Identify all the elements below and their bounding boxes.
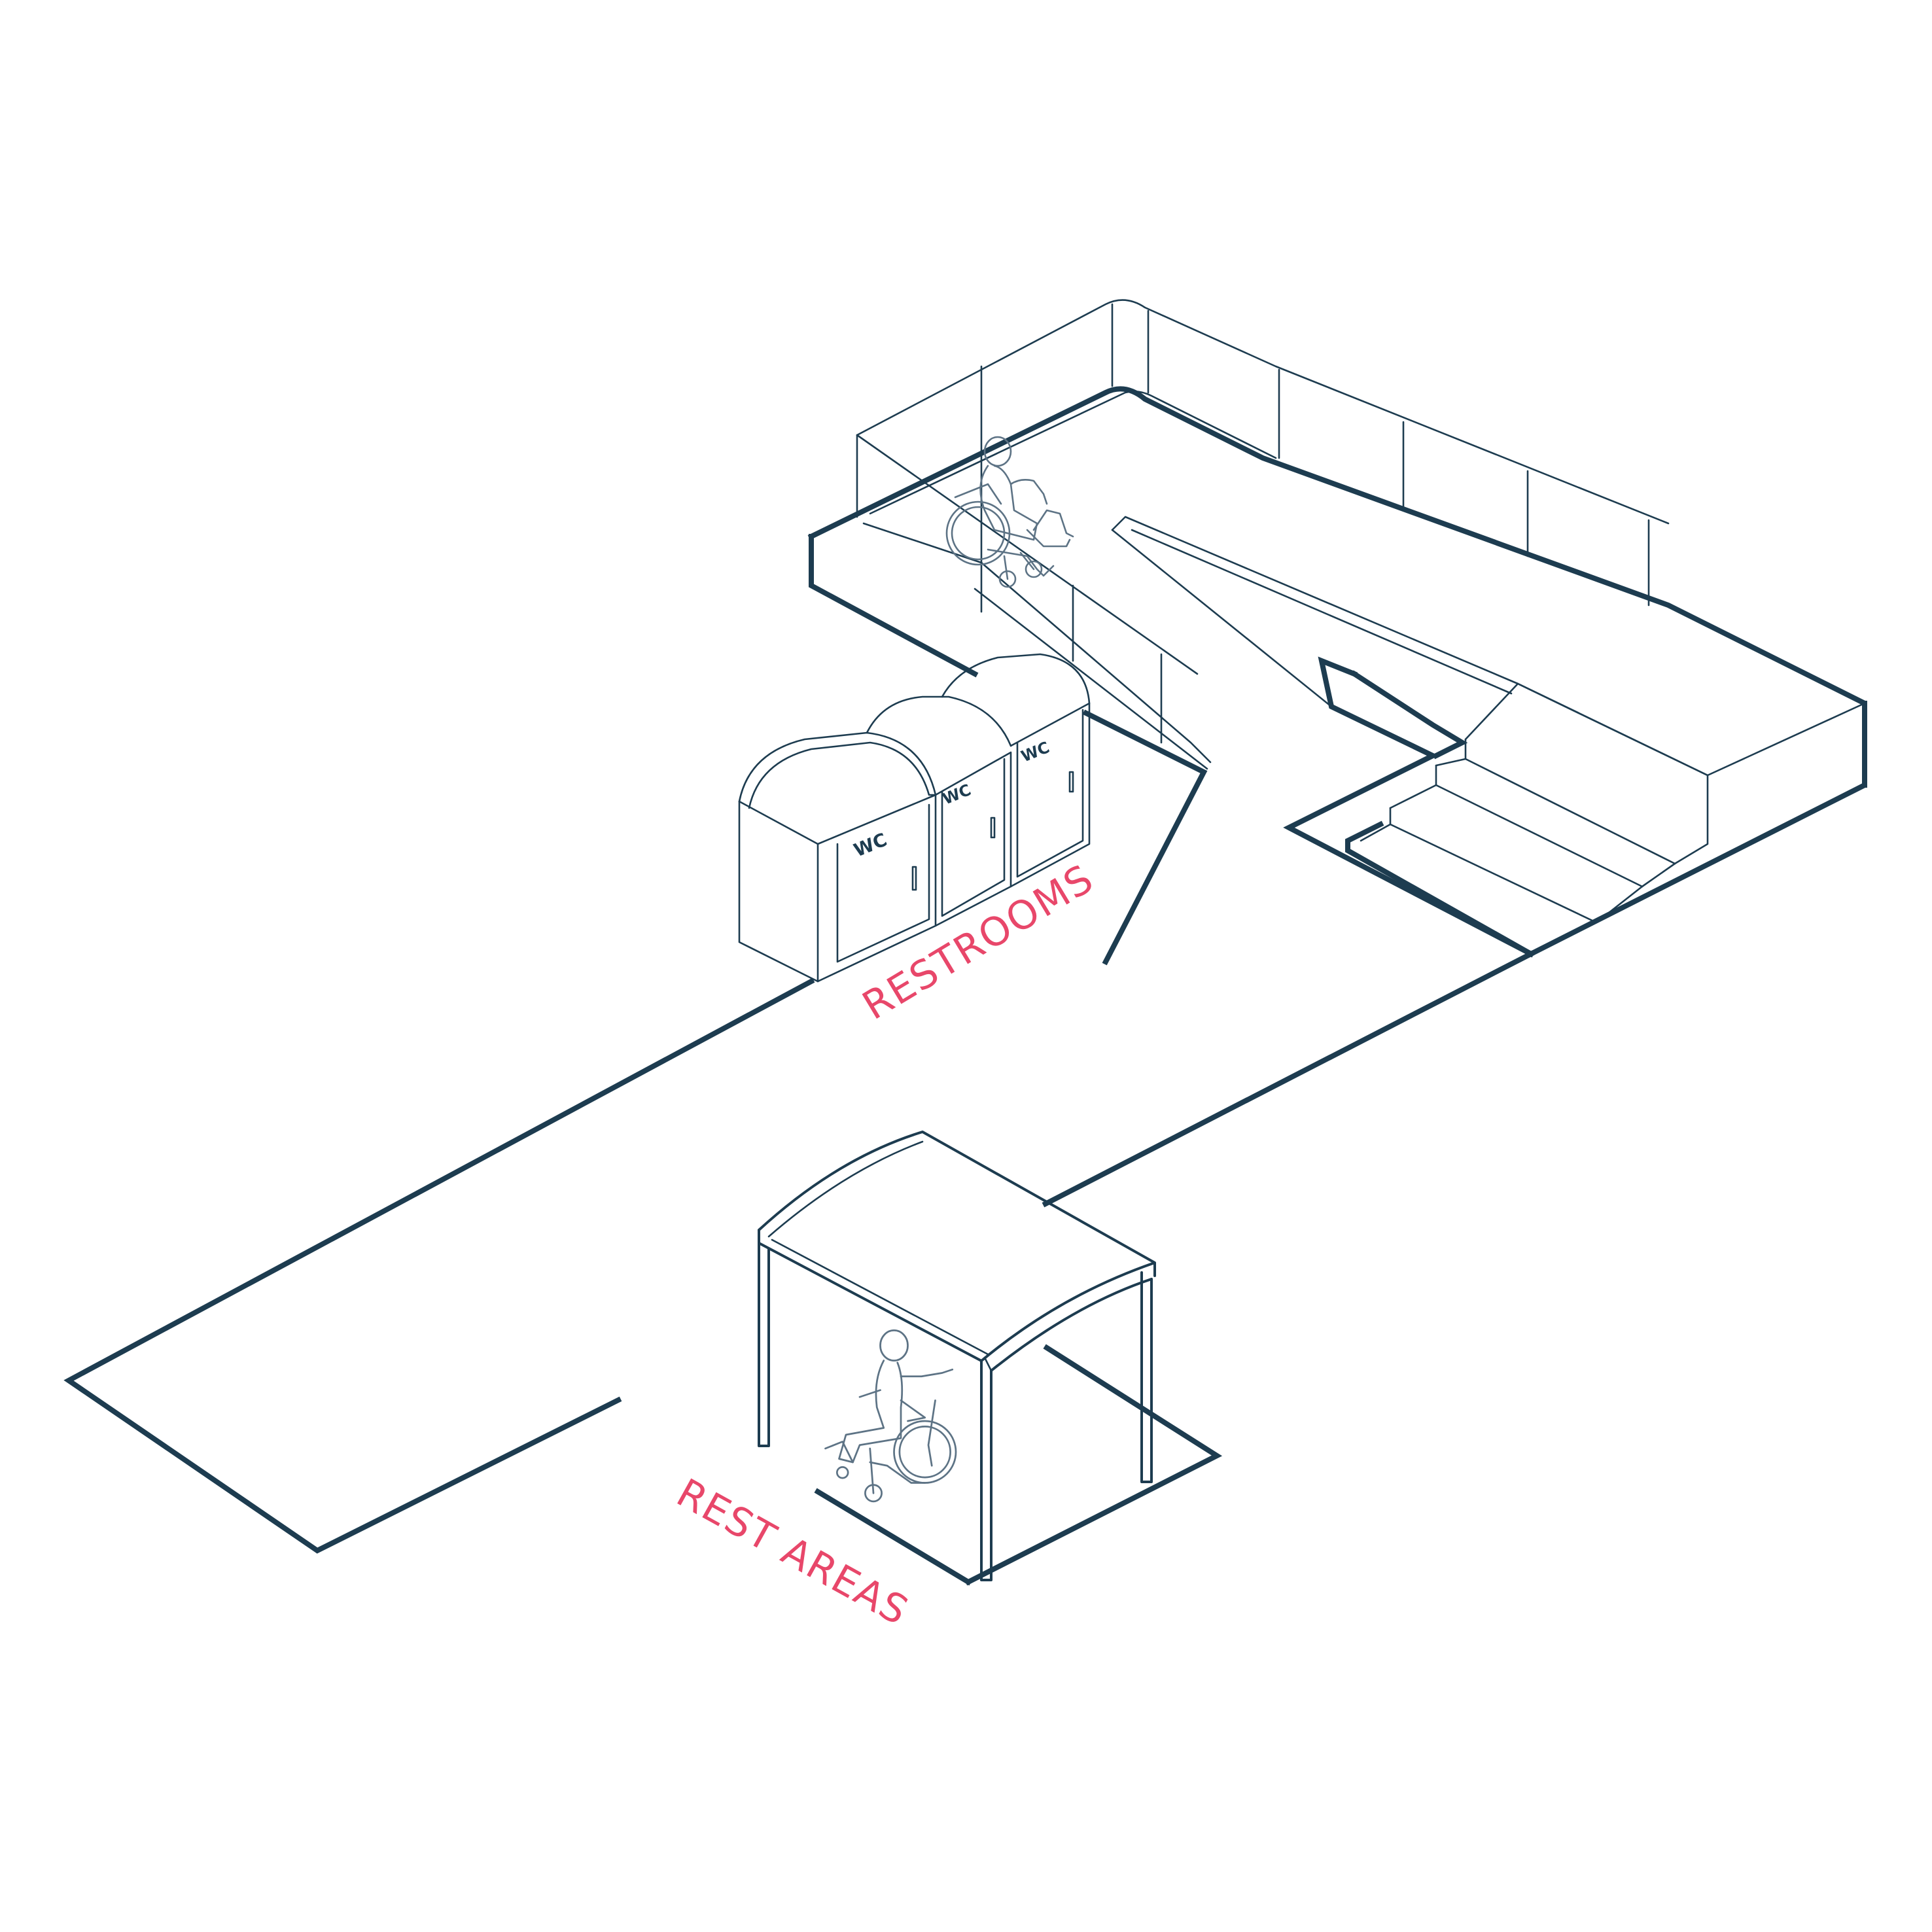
restrooms-label: RESTROOMS	[855, 856, 1102, 1029]
restroom-units: WC WC WC	[738, 653, 1091, 983]
wc-sign-3: WC	[1019, 738, 1052, 765]
wc-sign-2: WC	[940, 781, 974, 808]
rest-areas-label: REST AREAS	[669, 1470, 917, 1635]
upper-platform	[807, 299, 1867, 958]
restroom-unit-1	[738, 731, 937, 983]
wc-sign-1: WC	[851, 829, 890, 862]
wheelchair-user-icon	[945, 436, 1074, 588]
restroom-unit-3	[941, 653, 1091, 888]
guard-rail	[856, 299, 1670, 744]
canopy-shelter-icon	[758, 1131, 1156, 1581]
wheelchair-user-icon	[824, 1329, 957, 1503]
stairs	[1360, 682, 1866, 943]
walkway-outline	[63, 656, 1535, 1586]
restroom-unit-2	[866, 695, 1012, 927]
ramp	[862, 391, 1519, 770]
